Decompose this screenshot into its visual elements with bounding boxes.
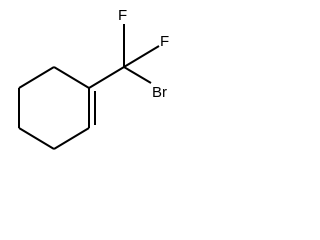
ring-bond-c2-c3 bbox=[53, 127, 90, 150]
bond-ring-to-cf2br bbox=[88, 66, 125, 89]
molecule-structure: F F Br bbox=[18, 7, 169, 150]
ring-bond-c3-c4 bbox=[18, 127, 55, 150]
ring-bond-c5-c6 bbox=[18, 66, 55, 89]
bromine-label: Br bbox=[152, 84, 167, 101]
fluorine-right-label: F bbox=[160, 33, 169, 50]
bond-c-br bbox=[123, 66, 152, 84]
bond-c-f-right bbox=[123, 45, 160, 68]
ring-bond-c6-c1 bbox=[53, 66, 90, 89]
fluorine-top-label: F bbox=[118, 7, 127, 24]
